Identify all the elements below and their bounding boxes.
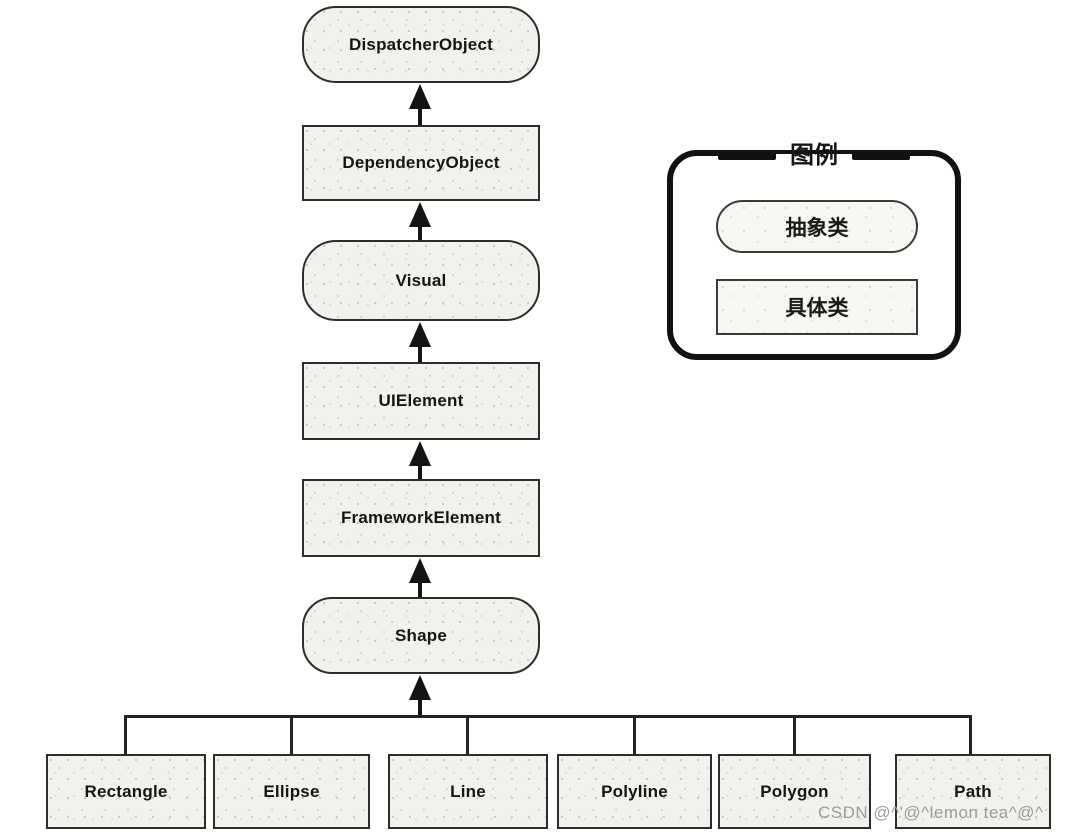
legend-item-concrete-class: 具体类 (716, 279, 918, 335)
class-node-dependencyobject: DependencyObject (302, 125, 540, 201)
branch-stub-path (969, 715, 972, 757)
arrow-stem (418, 109, 422, 125)
class-label: FrameworkElement (340, 508, 502, 527)
class-label: DependencyObject (342, 153, 500, 172)
class-label: Polygon (760, 781, 829, 801)
arrow-head-icon (409, 202, 431, 227)
legend-title-row: 图例 (673, 139, 955, 173)
class-label: Line (450, 781, 486, 801)
class-node-path: Path (895, 754, 1051, 829)
inheritance-arrow-shape-to-frameworkelement (407, 558, 433, 597)
legend-title: 图例 (790, 142, 838, 169)
class-label: Shape (394, 625, 448, 645)
class-label: UIElement (378, 391, 464, 410)
legend-item-label: 抽象类 (785, 216, 849, 240)
class-node-visual: Visual (302, 240, 540, 321)
branch-connector-line (124, 715, 972, 718)
legend-item-label: 具体类 (785, 297, 849, 320)
inheritance-arrow-visual-to-dependencyobject (407, 202, 433, 240)
class-node-polygon: Polygon (718, 754, 871, 829)
branch-stub-ellipse (290, 715, 293, 757)
legend-dash-right (852, 152, 910, 160)
arrow-head-icon (409, 675, 431, 700)
class-label: Path (954, 781, 992, 801)
class-label: Visual (395, 270, 447, 290)
csdn-watermark: CSDN @^'@^lemon tea^@^ (818, 803, 1044, 822)
arrow-stem (418, 227, 422, 240)
class-label: Ellipse (263, 781, 320, 801)
class-label: DispatcherObject (349, 34, 493, 54)
arrow-head-icon (409, 84, 431, 109)
legend-item-abstract-class: 抽象类 (716, 200, 918, 253)
class-node-polyline: Polyline (557, 754, 712, 829)
arrow-head-icon (409, 441, 431, 466)
legend-dash-left (718, 152, 776, 160)
legend-box: 图例 抽象类 具体类 (667, 142, 961, 360)
class-node-rectangle: Rectangle (46, 754, 206, 829)
arrow-head-icon (409, 558, 431, 583)
class-node-dispatcherobject: DispatcherObject (302, 6, 540, 83)
class-node-uielement: UIElement (302, 362, 540, 440)
arrow-stem (418, 347, 422, 362)
class-node-shape: Shape (302, 597, 540, 674)
legend-border-mask (719, 154, 909, 165)
arrow-head-icon (409, 322, 431, 347)
class-node-ellipse: Ellipse (213, 754, 370, 829)
branch-stub-rectangle (124, 715, 127, 757)
inheritance-arrow-frameworkelement-to-uielement (407, 441, 433, 479)
arrow-stem (418, 583, 422, 597)
inheritance-arrow-children-to-shape (407, 675, 433, 717)
class-node-frameworkelement: FrameworkElement (302, 479, 540, 557)
class-label: Rectangle (84, 781, 168, 801)
branch-stub-polyline (633, 715, 636, 757)
inheritance-arrow-uielement-to-visual (407, 322, 433, 362)
class-node-line: Line (388, 754, 548, 829)
branch-stub-line (466, 715, 469, 757)
branch-stub-polygon (793, 715, 796, 757)
inheritance-arrow-dependencyobject-to-dispatcherobject (407, 84, 433, 125)
arrow-stem (418, 466, 422, 479)
arrow-stem (418, 700, 422, 717)
class-label: Polyline (601, 781, 668, 801)
